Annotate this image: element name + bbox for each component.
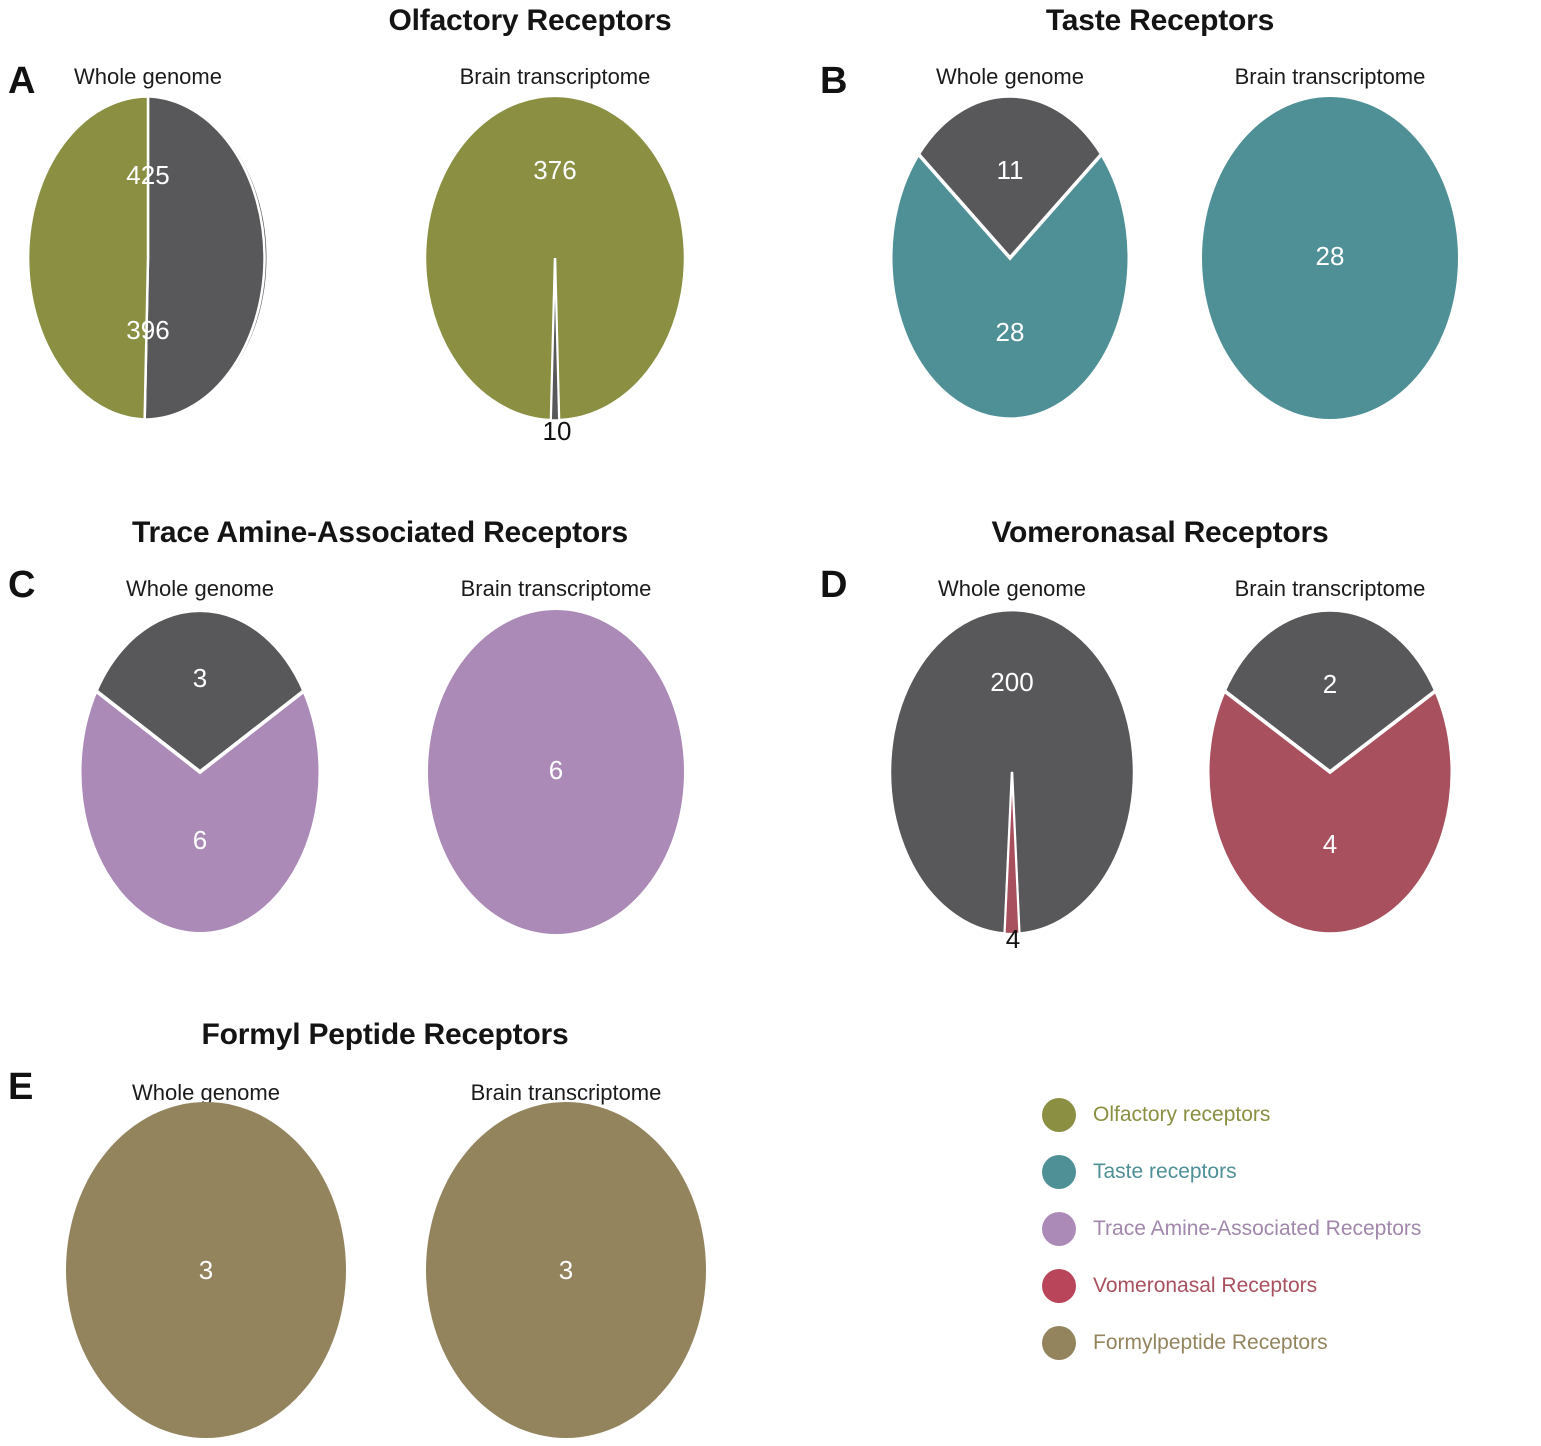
panel-c-title: Trace Amine-Associated Receptors [131, 516, 628, 549]
panel-c-pie1-value-0: 3 [193, 663, 207, 693]
panel-d-pie-whole-genome [888, 608, 1136, 936]
slice-b1-gray [916, 93, 1104, 261]
panel-a-pie-whole-genome-slices [26, 94, 266, 422]
panel-e-pie2-value-0: 3 [559, 1255, 573, 1285]
panel-b-pie1-value-0: 11 [997, 155, 1024, 185]
panel-b-pie1-caption: Whole genome [936, 64, 1084, 89]
panel-b-pie2-caption: Brain transcriptome [1234, 64, 1426, 89]
legend-item-taar: Trace Amine-Associated Receptors [1042, 1206, 1421, 1251]
slice-e2-khaki [426, 1102, 706, 1438]
panel-b-pie-whole-genome [889, 93, 1131, 422]
legend-swatch-taar-icon [1042, 1211, 1076, 1246]
legend-label-taar: Trace Amine-Associated Receptors [1093, 1217, 1422, 1240]
legend-item-olfactory: Olfactory receptors [1042, 1092, 1421, 1137]
panel-d-pie1-value-0: 200 [990, 667, 1033, 697]
legend-label-taste: Taste receptors [1093, 1160, 1237, 1183]
legend-label-olfactory: Olfactory receptors [1093, 1103, 1271, 1126]
legend-swatch-taste-icon [1042, 1154, 1076, 1189]
panel-c-pie1-value-1: 6 [193, 825, 207, 855]
slice-b2-teal [1202, 97, 1458, 419]
slice-e1-khaki [66, 1102, 346, 1438]
panel-d-title: Vomeronasal Receptors [991, 516, 1329, 549]
panel-d-pies: 200 4 2 4 [888, 607, 1454, 954]
slice-a1-gray [143, 94, 266, 422]
panel-c-pie1-caption: Whole genome [126, 576, 274, 601]
panel-c-pie2-caption: Brain transcriptome [460, 576, 652, 601]
panel-d-pie1-caption: Whole genome [938, 576, 1086, 601]
panel-d-pie2-value-0: 2 [1323, 669, 1337, 699]
panel-e-letter: E [8, 1066, 34, 1108]
panel-b-pie2-value-0: 28 [1316, 241, 1345, 271]
panel-c-pies: 3 6 6 [78, 608, 684, 937]
panel-a-pie-brain-transcriptome [423, 93, 687, 423]
panel-e-pie2-caption: Brain transcriptome [470, 1080, 662, 1105]
legend-swatch-olfactory-icon [1042, 1097, 1076, 1132]
slice-d1-gray [888, 608, 1136, 936]
panel-b-letter: B [820, 60, 848, 102]
panel-e-pie1-value-0: 3 [199, 1255, 213, 1285]
panel-d-pie-brain-transcriptome [1206, 607, 1454, 937]
slice-d2-gray [1222, 607, 1438, 775]
slice-a1-olive [26, 94, 150, 422]
panel-c-pie-whole-genome [78, 608, 322, 937]
panel-d-pie1-value-1: 4 [1006, 924, 1020, 954]
panel-e-title: Formyl Peptide Receptors [201, 1018, 569, 1051]
legend-label-formylpeptide: Formylpeptide Receptors [1093, 1331, 1328, 1354]
panel-a-pies: 425 396 376 10 [26, 93, 687, 446]
panel-a-pie1-value-1: 396 [126, 315, 169, 345]
panel-d-letter: D [820, 564, 848, 606]
panel-b-pie1-value-1: 28 [996, 317, 1025, 347]
panel-a-letter: A [8, 60, 36, 102]
legend-swatch-vomeronasal-icon [1042, 1268, 1076, 1303]
panel-a-pie2-value-0: 376 [533, 155, 576, 185]
slice-a2-gray [549, 257, 561, 422]
panel-c-pie2-value-0: 6 [549, 755, 563, 785]
panel-c-letter: C [8, 564, 36, 606]
slice-c1-gray [94, 608, 306, 775]
slice-b1-teal [889, 151, 1131, 422]
slice-d2-crimson [1206, 688, 1454, 937]
panel-a-pie1-value-0: 425 [126, 160, 169, 190]
panel-e-pie1-caption: Whole genome [132, 1080, 280, 1105]
panel-b-title: Taste Receptors [1045, 4, 1275, 37]
legend-item-formylpeptide: Formylpeptide Receptors [1042, 1320, 1421, 1365]
legend-label-vomeronasal: Vomeronasal Receptors [1093, 1274, 1318, 1297]
panel-d-pie2-value-1: 4 [1323, 829, 1337, 859]
panel-a-pie1-caption: Whole genome [74, 64, 222, 89]
panel-a-title: Olfactory Receptors [388, 4, 672, 37]
slice-c1-purple [78, 688, 322, 937]
slice-d1-crimson [1003, 771, 1021, 936]
legend-item-taste: Taste receptors [1042, 1149, 1421, 1194]
panel-d-pie2-caption: Brain transcriptome [1234, 576, 1426, 601]
panel-b-pies: 11 28 28 [889, 93, 1458, 422]
legend-item-vomeronasal: Vomeronasal Receptors [1042, 1263, 1421, 1308]
legend: Olfactory receptors Taste receptors Trac… [1042, 1092, 1421, 1377]
legend-swatch-formylpeptide-icon [1042, 1325, 1076, 1360]
panel-e-pies: 3 3 [66, 1102, 706, 1438]
panel-a-pie2-caption: Brain transcriptome [459, 64, 651, 89]
slice-c2-purple [428, 610, 684, 934]
panel-a-pie2-value-1: 10 [543, 416, 572, 446]
